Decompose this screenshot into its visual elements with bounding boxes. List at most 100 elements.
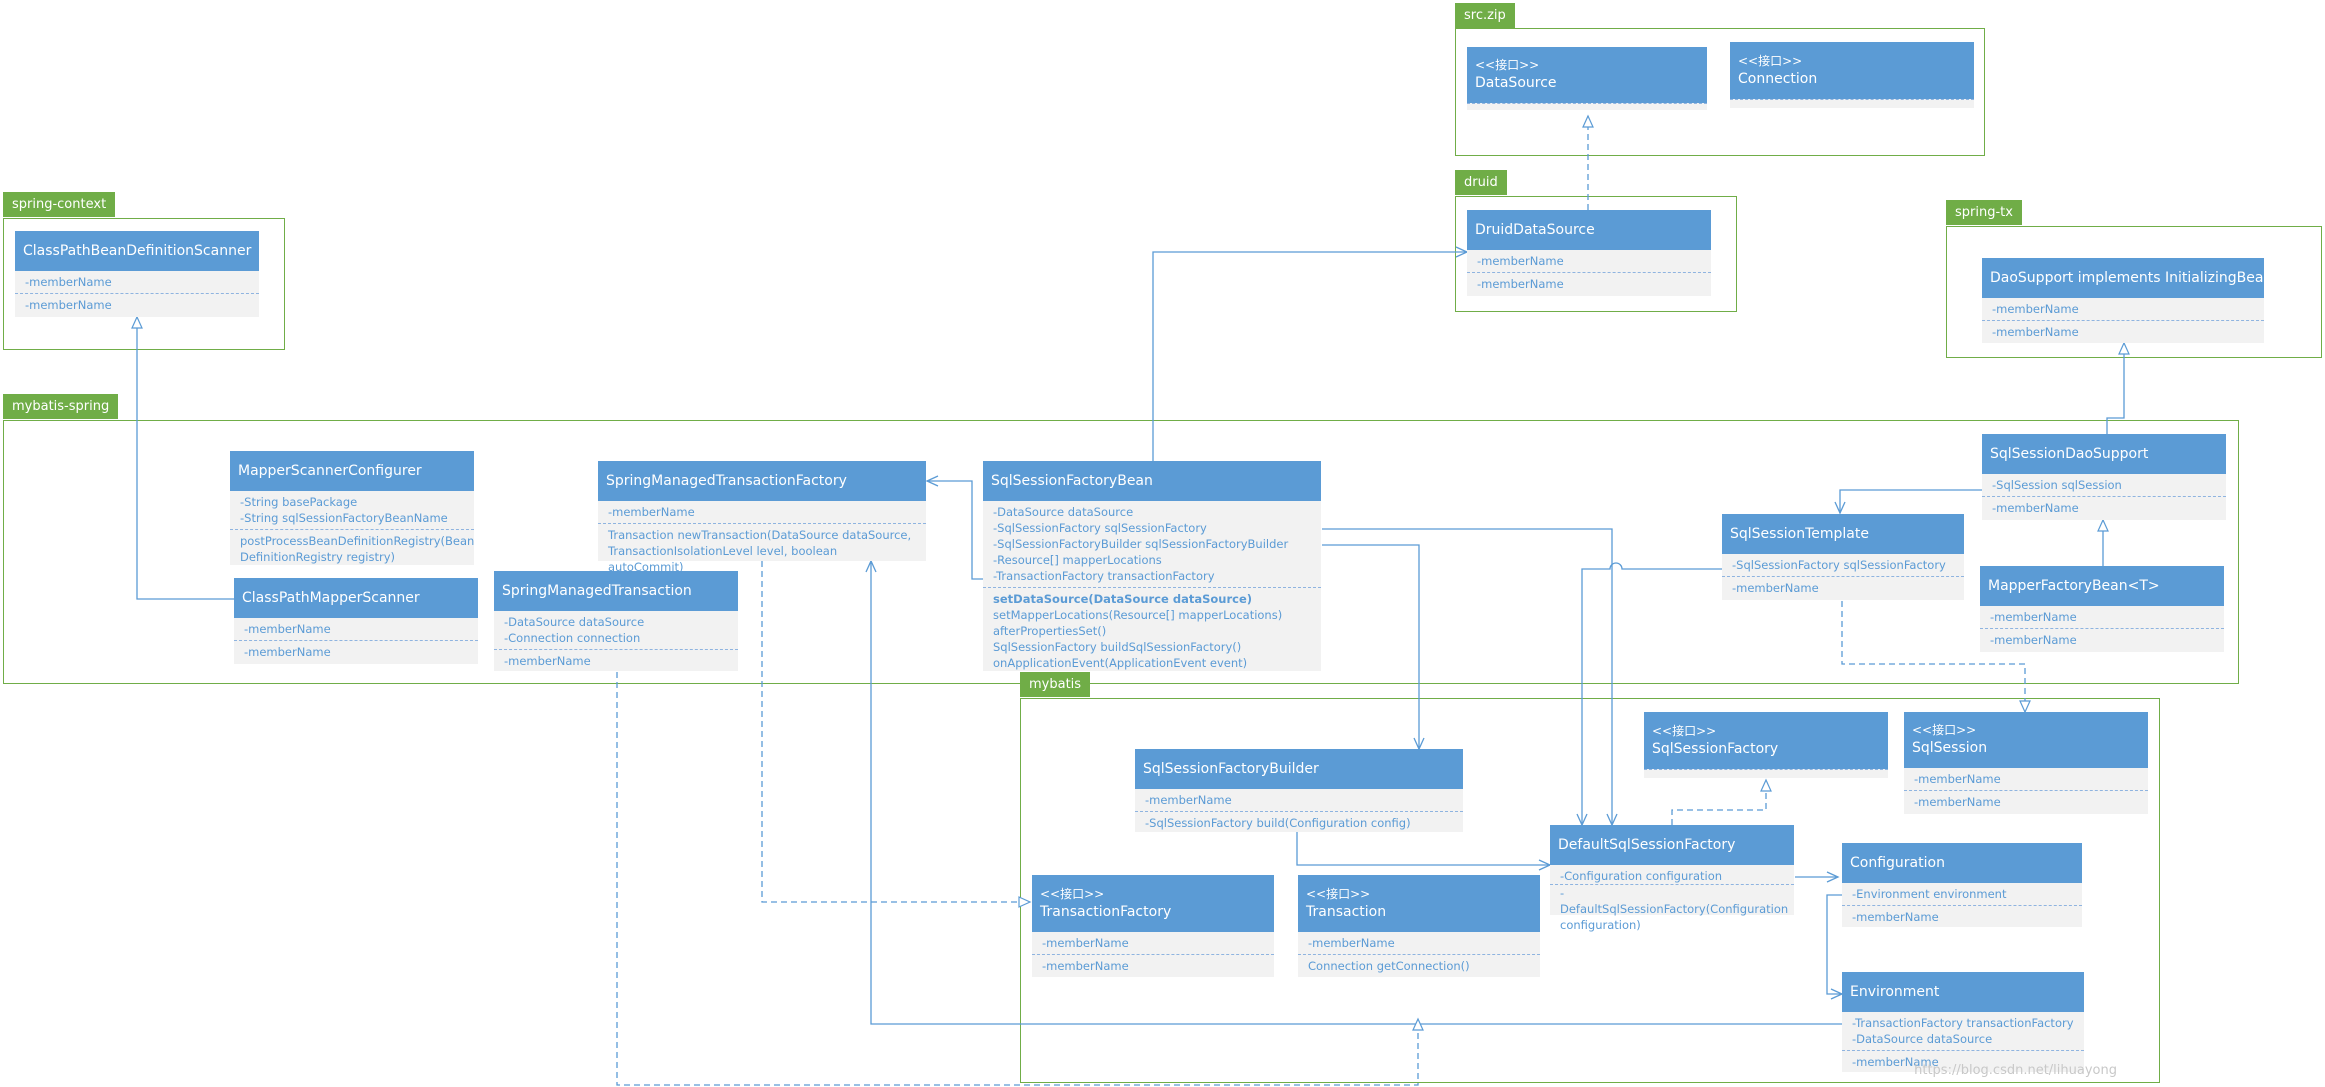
class-name: Transaction	[1306, 903, 1387, 920]
class-name: DataSource	[1475, 75, 1557, 91]
package-spring-tx-tab: spring-tx	[1946, 200, 2022, 225]
class-method: setMapperLocations(Resource[] mapperLoca…	[993, 608, 1283, 622]
class-name: DefaultSqlSessionFactory	[1558, 837, 1736, 853]
class-name: DruidDataSource	[1475, 222, 1595, 238]
class-spring-managed-transaction-factory[interactable]: SpringManagedTransactionFactory -memberN…	[598, 461, 926, 574]
class-member: -memberName	[1992, 325, 2079, 339]
class-method: postProcessBeanDefinitionRegistry(Bean D…	[240, 534, 475, 564]
class-datasource[interactable]: <<接口>> DataSource	[1467, 47, 1707, 110]
class-stereotype: <<接口>>	[1040, 886, 1105, 901]
class-member: -DataSource dataSource	[993, 505, 1134, 519]
class-name: DaoSupport implements InitializingBean	[1990, 270, 2273, 286]
class-sql-session-factory[interactable]: <<接口>> SqlSessionFactory	[1644, 712, 1888, 778]
class-method: -DefaultSqlSessionFactory(Configuration …	[1560, 886, 1789, 932]
package-spring-context-tab: spring-context	[3, 192, 116, 217]
class-member: -memberName	[244, 645, 331, 659]
class-method: -memberName	[1042, 959, 1129, 973]
class-name: SqlSessionTemplate	[1730, 526, 1869, 542]
class-transaction-factory[interactable]: <<接口>> TransactionFactory -memberName -m…	[1032, 875, 1274, 977]
class-dao-support[interactable]: DaoSupport implements InitializingBean -…	[1982, 258, 2273, 343]
class-environment[interactable]: Environment -TransactionFactory transact…	[1842, 972, 2084, 1072]
class-sql-session[interactable]: <<接口>> SqlSession -memberName -memberNam…	[1904, 712, 2148, 814]
class-connection[interactable]: <<接口>> Connection	[1730, 42, 1974, 108]
class-sql-session-template[interactable]: SqlSessionTemplate -SqlSessionFactory sq…	[1722, 514, 1964, 600]
class-name: SpringManagedTransaction	[502, 583, 692, 599]
class-method: setDataSource(DataSource dataSource)	[993, 592, 1253, 606]
class-member: -memberName	[244, 622, 331, 636]
class-method: -memberName	[1914, 795, 2001, 809]
class-method: SqlSessionFactory buildSqlSessionFactory…	[993, 640, 1242, 654]
class-method: -SqlSessionFactory build(Configuration c…	[1145, 816, 1411, 830]
class-sql-session-factory-bean[interactable]: SqlSessionFactoryBean -DataSource dataSo…	[983, 461, 1321, 671]
class-name: SqlSession	[1912, 740, 1988, 756]
class-method: -memberName	[504, 654, 591, 668]
package-druid-tab: druid	[1455, 170, 1507, 195]
class-member: -SqlSessionFactoryBuilder sqlSessionFact…	[993, 537, 1289, 551]
class-member: -TransactionFactory transactionFactory	[1852, 1016, 2074, 1030]
class-name: Environment	[1850, 984, 1940, 1000]
class-member: -SqlSessionFactory sqlSessionFactory	[993, 521, 1207, 535]
class-default-sql-session-factory[interactable]: DefaultSqlSessionFactory -Configuration …	[1550, 825, 1794, 932]
class-member: -memberName	[25, 275, 112, 289]
class-mapper-factory-bean[interactable]: MapperFactoryBean<T> -memberName -member…	[1980, 566, 2224, 652]
class-method: -memberName	[1732, 581, 1819, 595]
class-member: -memberName	[25, 298, 112, 312]
class-member: -Resource[] mapperLocations	[993, 553, 1162, 567]
class-stereotype: <<接口>>	[1738, 53, 1803, 68]
class-member: -TransactionFactory transactionFactory	[993, 569, 1215, 583]
class-method: Transaction newTransaction(DataSource da…	[608, 528, 912, 574]
class-sql-session-dao-support[interactable]: SqlSessionDaoSupport -SqlSession sqlSess…	[1982, 434, 2226, 520]
class-method: Connection getConnection()	[1308, 959, 1470, 973]
package-src-zip-tab: src.zip	[1455, 3, 1515, 28]
class-stereotype: <<接口>>	[1475, 58, 1540, 72]
class-name: ClassPathBeanDefinitionScanner	[23, 243, 252, 259]
class-classpath-bean-definition-scanner[interactable]: ClassPathBeanDefinitionScanner -memberNa…	[15, 231, 259, 317]
class-druid-datasource[interactable]: DruidDataSource -memberName -memberName	[1467, 210, 1711, 296]
package-mybatis-spring-tab: mybatis-spring	[3, 394, 119, 419]
watermark: https://blog.csdn.net/lihuayong	[1914, 1063, 2117, 1078]
class-name: SpringManagedTransactionFactory	[606, 473, 847, 489]
class-method: -memberName	[1852, 910, 1939, 924]
class-member: -memberName	[608, 505, 695, 519]
class-member: -Environment environment	[1852, 887, 2007, 901]
class-member: -memberName	[1477, 254, 1564, 268]
class-name: MapperScannerConfigurer	[238, 463, 422, 479]
class-member: -DataSource dataSource	[1852, 1032, 1993, 1046]
class-transaction[interactable]: <<接口>> Transaction -memberName Connectio…	[1298, 875, 1540, 977]
package-mybatis-tab: mybatis	[1020, 672, 1091, 697]
class-classpath-mapper-scanner[interactable]: ClassPathMapperScanner -memberName -memb…	[234, 578, 478, 664]
class-mapper-scanner-configurer[interactable]: MapperScannerConfigurer -String basePack…	[230, 451, 474, 565]
package-spring-tx	[1946, 226, 2322, 358]
class-member: -SqlSessionFactory sqlSessionFactory	[1732, 558, 1946, 572]
class-stereotype: <<接口>>	[1912, 723, 1977, 737]
class-method: -memberName	[1852, 1055, 1939, 1069]
class-member: -memberName	[1914, 772, 2001, 786]
class-name: SqlSessionFactoryBean	[991, 473, 1153, 489]
class-member: -String sqlSessionFactoryBeanName	[240, 511, 448, 525]
class-spring-managed-transaction[interactable]: SpringManagedTransaction -DataSource dat…	[494, 571, 738, 671]
class-name: Connection	[1738, 70, 1818, 87]
class-member: -DataSource dataSource	[504, 615, 645, 629]
package-src-zip	[1455, 28, 1985, 156]
class-member: -SqlSession sqlSession	[1992, 478, 2122, 492]
class-stereotype: <<接口>>	[1652, 723, 1717, 738]
class-configuration[interactable]: Configuration -Environment environment -…	[1842, 843, 2082, 927]
class-member: -memberName	[1145, 793, 1232, 807]
class-member: -String basePackage	[240, 495, 358, 509]
class-member: -memberName	[1477, 277, 1564, 291]
class-stereotype: <<接口>>	[1306, 886, 1371, 901]
class-name: ClassPathMapperScanner	[242, 590, 420, 606]
class-method: onApplicationEvent(ApplicationEvent even…	[993, 656, 1248, 670]
class-sql-session-factory-builder[interactable]: SqlSessionFactoryBuilder -memberName -Sq…	[1135, 749, 1463, 832]
class-method: afterPropertiesSet()	[993, 624, 1107, 638]
class-member: -memberName	[1990, 610, 2077, 624]
class-name: TransactionFactory	[1040, 903, 1172, 920]
class-name: MapperFactoryBean<T>	[1988, 578, 2160, 594]
class-member: -memberName	[1308, 936, 1395, 950]
class-member: -memberName	[1992, 302, 2079, 316]
class-member: -Configuration configuration	[1560, 869, 1723, 883]
class-method: -memberName	[1990, 633, 2077, 647]
class-name: SqlSessionFactory	[1652, 740, 1779, 757]
class-method: -memberName	[1992, 501, 2079, 515]
